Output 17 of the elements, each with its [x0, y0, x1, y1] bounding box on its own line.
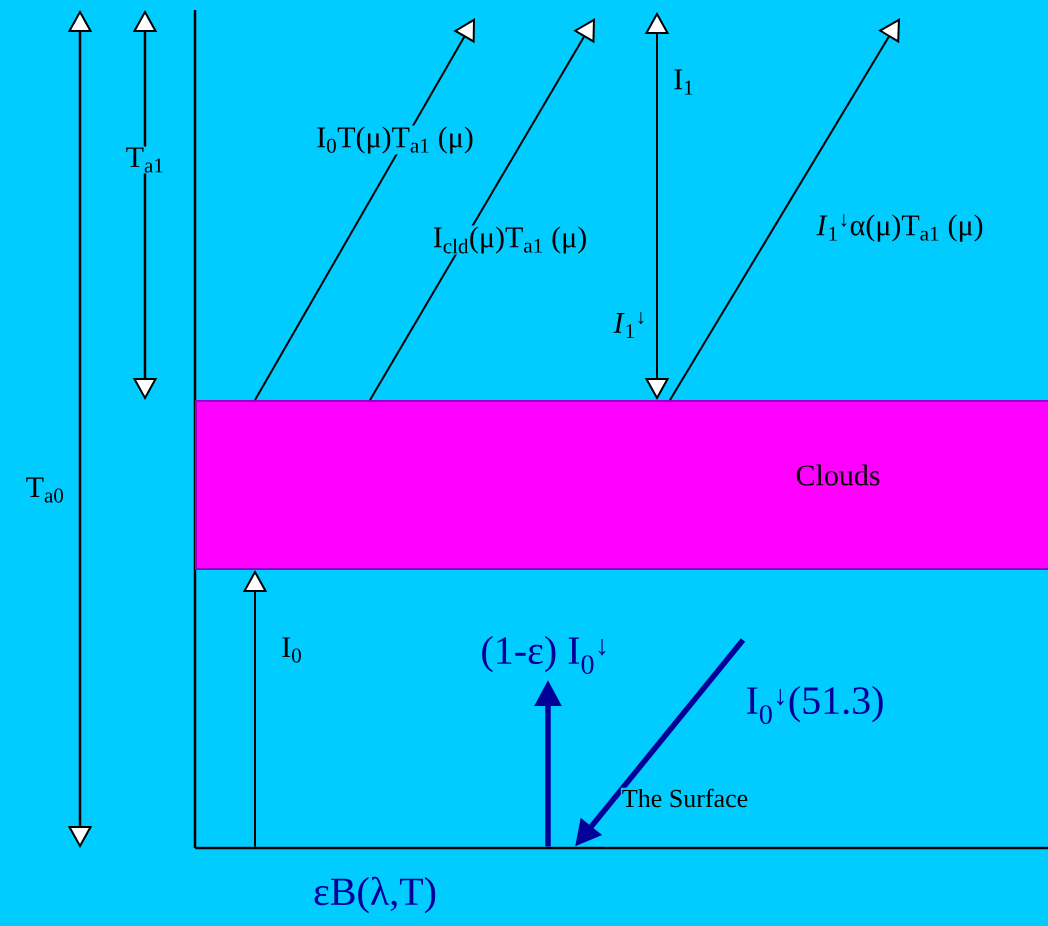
- arrow: [369, 18, 595, 401]
- edge-label: I$_{1}$$^{↓}$α(μ)T$_{a1}$ (μ): [815, 213, 985, 243]
- dimension-label: T$_{a0}$: [24, 476, 66, 504]
- edge-label: (1-ε) I$_{0}$↓: [479, 634, 611, 676]
- edge-label: I$_{0}$: [280, 636, 304, 664]
- cloud-layer-band: [195, 400, 1048, 570]
- dimension-label: T$_{a1}$: [124, 146, 166, 174]
- band-label: Clouds: [796, 464, 880, 486]
- edge-label: I$_{0}$$^{↓}$(51.3): [744, 684, 886, 726]
- edge-label: I$_{1}$: [672, 68, 696, 96]
- arrow-label: I$_{1}$↓: [612, 310, 648, 340]
- edge-label: I$_{0}$T(μ)T$_{a1}$ (μ): [315, 125, 475, 155]
- arrow: [254, 18, 475, 401]
- arrow: [669, 18, 900, 401]
- emission-label: εB(λ,T): [312, 875, 438, 915]
- edge-label: I$_{cld}$(μ)T$_{a1}$ (μ): [431, 225, 589, 255]
- surface-line: [195, 846, 1048, 850]
